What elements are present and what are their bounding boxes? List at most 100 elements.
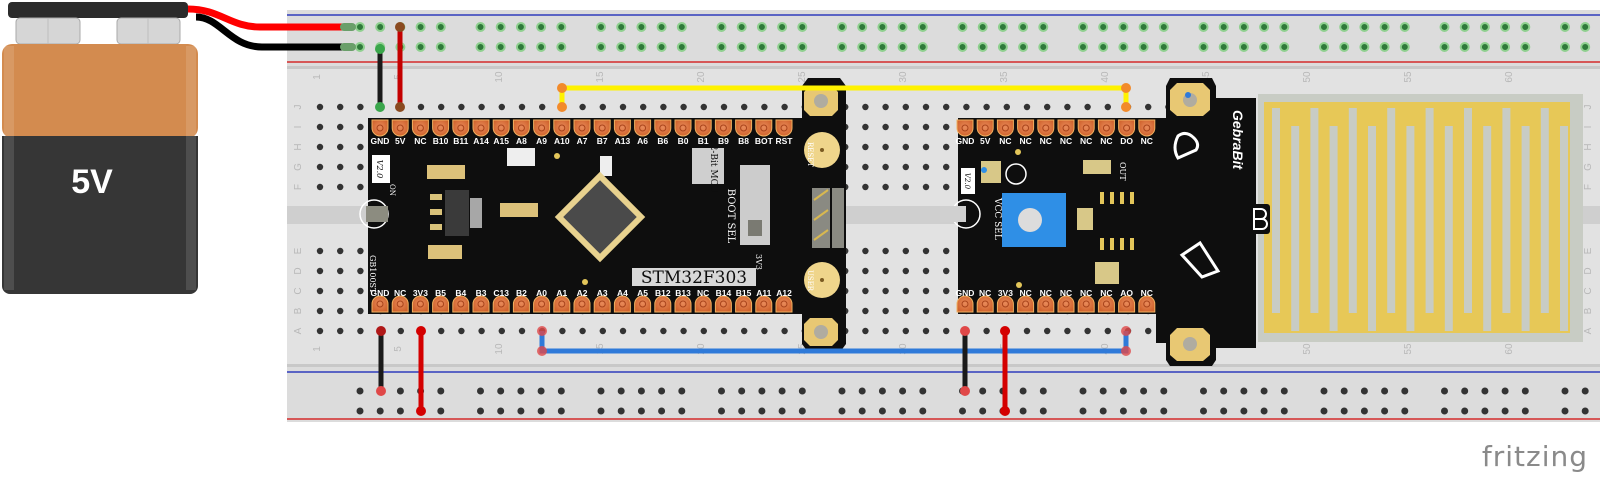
breadboard-hole	[862, 143, 869, 151]
rail-hole	[1218, 22, 1229, 32]
pin-pad	[593, 119, 611, 137]
rail-hole	[1340, 387, 1348, 395]
pin-label: B10	[433, 136, 449, 146]
pin-hole	[477, 124, 485, 132]
breadboard-hole	[902, 267, 909, 275]
rail-hole	[495, 22, 506, 32]
breadboard-hole	[337, 307, 344, 315]
breadboard-hole	[357, 247, 364, 255]
pin-hole	[416, 124, 424, 132]
breadboard-hole	[922, 143, 930, 151]
pin-label: B4	[455, 288, 466, 298]
gebrabit-logo-tab	[1250, 204, 1270, 234]
breadboard-hole	[882, 267, 889, 275]
probe-trace	[1560, 126, 1568, 331]
row-letter: J	[1583, 105, 1594, 110]
breadboard-hole	[357, 103, 364, 111]
pin-hole	[618, 300, 626, 308]
breadboard-hole	[922, 123, 930, 131]
breadboard-hole	[680, 103, 687, 111]
breadboard-hole	[882, 247, 889, 255]
breadboard-hole	[357, 163, 364, 171]
row-letter: I	[1583, 126, 1594, 129]
rail-hole	[1240, 407, 1248, 415]
rail-hole	[858, 407, 866, 415]
rail-hole	[1441, 387, 1448, 395]
pin-pad	[452, 119, 470, 137]
breadboard-hole	[720, 103, 728, 111]
pin-hole	[659, 300, 667, 308]
rail-hole	[1238, 42, 1249, 52]
rail-hole	[1138, 22, 1149, 32]
rail-hole	[475, 42, 486, 52]
pin-label: B5	[435, 288, 446, 298]
stm32-gb-label: GB100ST	[368, 255, 377, 294]
breadboard-hole	[882, 143, 889, 151]
rail-hole	[957, 42, 968, 52]
pin-pad	[391, 295, 409, 313]
breadboard-hole	[316, 123, 324, 131]
breadboard-hole	[943, 183, 950, 191]
rail-hole	[1078, 22, 1088, 32]
column-number: 10	[494, 343, 505, 355]
breadboard-hole	[579, 103, 586, 111]
breadboard-hole	[902, 103, 909, 111]
pin-label: NC	[1080, 136, 1092, 146]
pin-hole	[376, 124, 384, 132]
pin-label: A4	[617, 288, 628, 298]
column-number: 60	[1504, 343, 1515, 355]
pin-label: A6	[637, 136, 648, 146]
rail-hole	[878, 387, 886, 395]
pin-label: B11	[453, 136, 468, 146]
rail-hole	[738, 407, 746, 415]
row-letter: A	[293, 327, 304, 334]
pin-hole	[659, 124, 667, 132]
rail-hole	[738, 387, 746, 395]
row-letter: H	[1583, 143, 1594, 150]
rail-hole	[1381, 387, 1389, 395]
probe-traces	[1272, 108, 1568, 331]
row-letter: B	[1583, 307, 1594, 314]
rail-hole	[636, 22, 647, 32]
vcc-sel-label: VCC SEL	[992, 197, 1002, 240]
rail-hole	[1018, 42, 1029, 52]
pin-pad	[1077, 119, 1095, 137]
pin-label: B14	[716, 288, 732, 298]
pin-hole	[780, 124, 788, 132]
breadboard-hole	[943, 163, 950, 171]
wire-signal-d0	[559, 85, 1129, 107]
rail-hole	[1319, 42, 1329, 52]
rail-hole	[1481, 407, 1489, 415]
breadboard-hole	[922, 103, 930, 111]
breadboard-hole	[337, 143, 344, 151]
breadboard-hole	[922, 183, 930, 191]
rail-hole	[1561, 387, 1569, 395]
probe-trace	[1368, 126, 1376, 331]
pin-hole	[437, 300, 445, 308]
pin-label: A2	[577, 288, 588, 298]
pin-pad	[411, 119, 429, 137]
pin-label: B12	[655, 288, 671, 298]
pin-pad	[1138, 295, 1156, 313]
pin-pad	[533, 119, 551, 137]
breadboard-hole	[882, 307, 889, 315]
breadboard-hole	[963, 103, 970, 111]
rail-hole	[536, 42, 547, 52]
rail-hole	[517, 407, 525, 415]
breadboard-hole	[316, 247, 324, 255]
breadboard-hole	[882, 287, 889, 295]
breadboard-hole	[660, 103, 667, 111]
breadboard-hole	[902, 247, 909, 255]
pin-pad	[593, 295, 611, 313]
rail-hole	[917, 22, 928, 32]
pin-pad	[573, 295, 591, 313]
column-number: 35	[999, 71, 1010, 83]
pin-hole	[1001, 300, 1009, 308]
pin-hole	[639, 124, 647, 132]
breadboard-hole	[316, 267, 324, 275]
pin-pad	[674, 119, 692, 137]
breadboard-hole	[983, 327, 990, 335]
rail-hole	[1259, 42, 1270, 52]
breadboard-hole	[761, 327, 768, 335]
breadboard-hole	[619, 327, 627, 335]
